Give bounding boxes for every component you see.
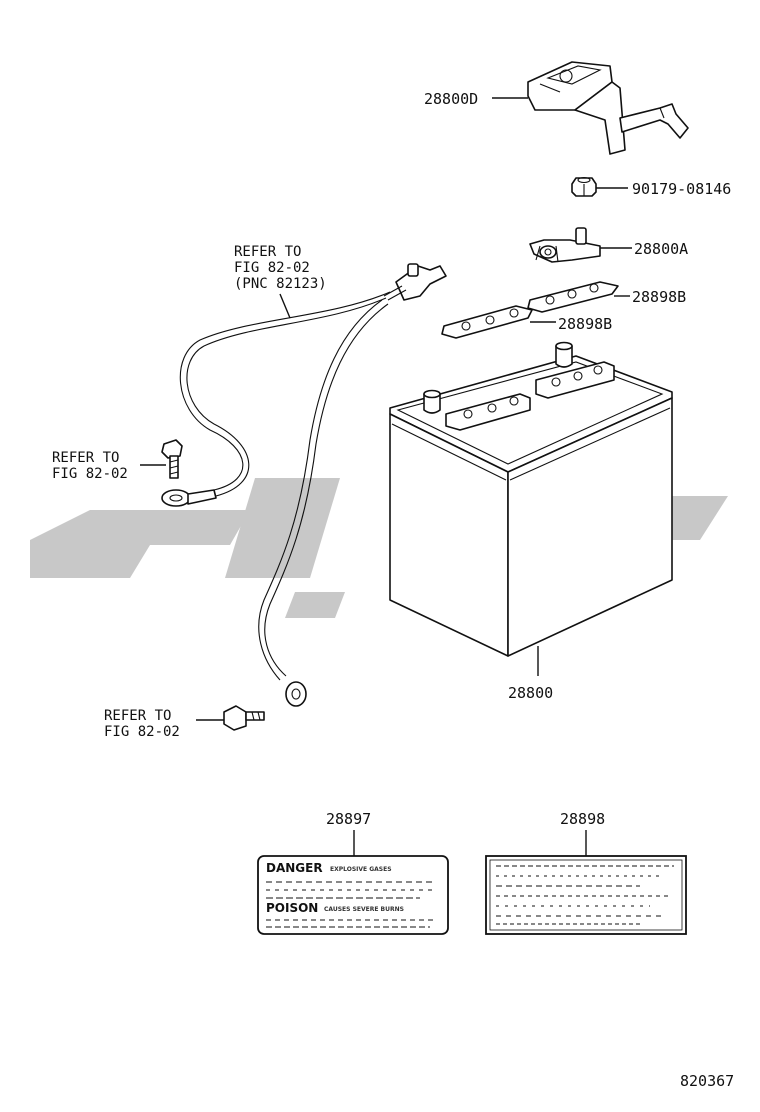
nut[interactable] (571, 176, 597, 197)
bolt-lower[interactable] (223, 705, 265, 731)
info-label[interactable] (485, 855, 687, 935)
ref-bolt-lower-line2: FIG 82-02 (104, 724, 180, 740)
poison-word: POISON (266, 901, 318, 915)
danger-warning-label[interactable]: DANGER EXPLOSIVE GASES POISON CAUSES SEV… (257, 855, 449, 935)
diagram-number: 820367 (680, 1072, 734, 1090)
label-plate-left-part[interactable]: 28898B (558, 315, 612, 333)
poison-subtitle: CAUSES SEVERE BURNS (324, 906, 404, 913)
ref-bolt-lower-line1: REFER TO (104, 708, 171, 724)
battery-cable[interactable] (161, 263, 447, 707)
danger-subtitle: EXPLOSIVE GASES (330, 866, 392, 873)
terminal-plate-right[interactable] (527, 281, 619, 313)
ref-cable-line2: FIG 82-02 (234, 260, 310, 276)
label-plate-right-part[interactable]: 28898B (632, 288, 686, 306)
bolt-upper[interactable] (161, 439, 183, 479)
ref-cable-line3: (PNC 82123) (234, 276, 327, 292)
label-danger-part[interactable]: 28897 (326, 810, 371, 828)
label-nut-part[interactable]: 90179-08146 (632, 180, 731, 198)
terminal-clamp[interactable] (529, 227, 601, 263)
label-clamp-part[interactable]: 28800A (634, 240, 688, 258)
label-info-part[interactable]: 28898 (560, 810, 605, 828)
terminal-plate-left[interactable] (441, 305, 533, 339)
ref-bolt-upper-line1: REFER TO (52, 450, 119, 466)
danger-fine-print (266, 881, 436, 899)
danger-word: DANGER (266, 861, 323, 875)
label-cover-part[interactable]: 28800D (424, 90, 478, 108)
leader-cable-ref (279, 293, 291, 319)
label-battery-part[interactable]: 28800 (508, 684, 553, 702)
info-fine-print (496, 865, 674, 925)
battery[interactable] (389, 341, 673, 657)
terminal-cover[interactable] (527, 61, 689, 155)
poison-fine-print (266, 919, 436, 928)
ref-bolt-upper-line2: FIG 82-02 (52, 466, 128, 482)
ref-cable-line1: REFER TO (234, 244, 301, 260)
